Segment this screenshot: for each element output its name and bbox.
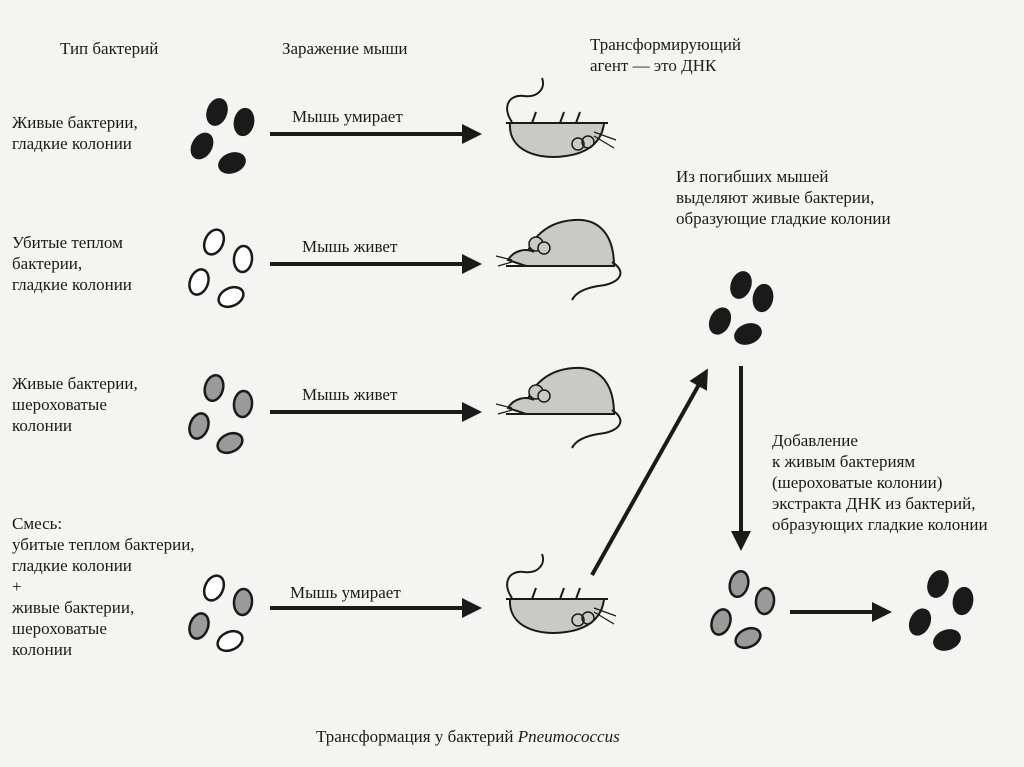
mouse-whisker — [495, 403, 513, 409]
mouse-dead-row4 — [506, 553, 617, 634]
header-bacteria-type: Тип бактерий — [60, 39, 159, 58]
mouse-body — [508, 122, 606, 158]
bacteria-mixture-row4 — [188, 574, 254, 653]
mouse-ear — [571, 613, 585, 627]
header-mouse-infection: Заражение мыши — [282, 39, 408, 58]
mouse-body — [508, 598, 606, 634]
bacteria-smooth-transformed — [908, 570, 974, 651]
bacterium-cell — [952, 586, 974, 616]
row-2-outcome: Мышь живет — [302, 237, 398, 256]
mouse-leg — [559, 111, 565, 124]
bacterium-cell — [734, 626, 762, 650]
bacterium-cell — [232, 389, 254, 419]
row-1-label: Живые бактерии, гладкие колонии — [12, 113, 138, 153]
bacterium-cell — [206, 98, 228, 126]
mouse-leg — [531, 587, 537, 600]
bacteria-smooth-isolated — [708, 271, 774, 345]
bacteria-rough-with-dna — [710, 569, 776, 650]
bacterium-cell — [710, 608, 732, 636]
mouse-alive-row3 — [495, 366, 622, 449]
bacterium-cell — [202, 228, 226, 256]
bacterium-cell — [190, 132, 214, 160]
bacteria-heat-killed-row2 — [188, 228, 254, 309]
header-transforming-agent: Трансформирующий агент — это ДНК — [590, 35, 742, 75]
bacterium-cell — [188, 612, 210, 640]
bacterium-cell — [933, 629, 961, 651]
row-2-label: Убитые теплом бактерии, гладкие колонии — [12, 233, 132, 294]
mouse-ear — [571, 137, 585, 151]
row-4-label: Смесь: убитые теплом бактерии, гладкие к… — [12, 514, 195, 659]
mouse-leg — [559, 587, 565, 600]
mouse-dead-row1 — [506, 77, 617, 158]
mouse-ear — [581, 611, 595, 625]
mouse-leg — [575, 587, 581, 600]
mouse-ear — [537, 241, 551, 255]
bacterium-cell — [216, 629, 244, 653]
mouse-tail — [506, 553, 544, 599]
bacterium-cell — [232, 244, 254, 274]
mouse-whisker — [497, 409, 513, 415]
bacterium-cell — [754, 586, 776, 616]
mouse-alive-row2 — [495, 218, 622, 301]
bacterium-cell — [908, 608, 932, 636]
bacterium-cell — [730, 271, 752, 299]
bacterium-cell — [218, 152, 246, 174]
caption-text: Трансформация у бактерий — [316, 727, 518, 746]
mouse-tail — [506, 77, 544, 123]
bacterium-cell — [217, 285, 245, 309]
mouse-leg — [531, 111, 537, 124]
bacterium-cell — [232, 587, 254, 617]
mouse-head — [506, 397, 535, 415]
mouse-ear — [581, 135, 595, 149]
bacterium-cell — [927, 570, 949, 598]
mouse-leg — [575, 111, 581, 124]
mouse-ear — [537, 389, 551, 403]
mouse-whisker — [593, 611, 615, 625]
caption-genus: Pneumococcus — [517, 727, 620, 746]
mouse-whisker — [495, 255, 513, 261]
mouse-whisker — [593, 131, 617, 141]
bacterium-cell — [188, 412, 210, 440]
note-isolated: Из погибших мышей выделяют живые бактери… — [676, 167, 891, 228]
bacterium-cell — [203, 373, 225, 403]
bacterium-cell — [188, 268, 210, 296]
row-3-outcome: Мышь живет — [302, 385, 398, 404]
bacterium-cell — [752, 283, 774, 313]
bacteria-smooth-live-row1 — [190, 98, 255, 174]
bacterium-cell — [216, 431, 244, 455]
bacterium-cell — [734, 323, 762, 345]
bacterium-cell — [202, 574, 226, 602]
bacterium-cell — [233, 107, 255, 137]
arrow-to-isolated — [590, 368, 708, 576]
mouse-tail — [571, 261, 622, 301]
mouse-tail — [571, 409, 622, 449]
bacteria-rough-live-row3 — [188, 373, 254, 455]
row-4-outcome: Мышь умирает — [290, 583, 401, 602]
note-dna-addition: Добавление к живым бактериям (шероховаты… — [772, 431, 988, 534]
bacterium-cell — [708, 307, 732, 335]
bacterium-cell — [728, 569, 750, 599]
mouse-whisker — [593, 135, 615, 149]
row-1-outcome: Мышь умирает — [292, 107, 403, 126]
mouse-head — [506, 249, 535, 267]
mouse-whisker — [497, 261, 513, 267]
mouse-whisker — [593, 607, 617, 617]
row-3-label: Живые бактерии, шероховатые колонии — [12, 374, 138, 435]
figure-caption: Трансформация у бактерий Pneumococcus — [316, 726, 620, 747]
